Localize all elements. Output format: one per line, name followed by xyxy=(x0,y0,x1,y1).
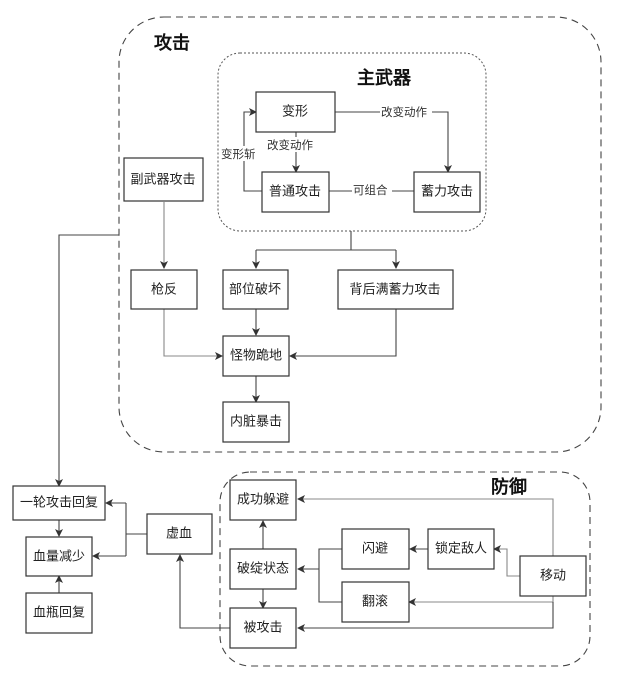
svg-text:闪避: 闪避 xyxy=(362,542,388,557)
node-part-break[interactable]: 部位破坏 xyxy=(222,269,289,310)
node-transform[interactable]: 变形 xyxy=(255,91,336,133)
edge-move-to-dodge xyxy=(297,495,554,567)
edge-move-to-roll xyxy=(408,596,554,606)
node-round-attack-recover[interactable]: 一轮攻击回复 xyxy=(12,485,106,521)
edge-gun-to-down xyxy=(163,309,223,360)
svg-text:枪反: 枪反 xyxy=(151,282,177,298)
node-gun-counter[interactable]: 枪反 xyxy=(130,269,198,310)
svg-text:血量减少: 血量减少 xyxy=(33,550,85,565)
edge-attack-to-recover xyxy=(55,234,119,487)
edge-hit-to-virtual xyxy=(176,554,230,629)
svg-text:副武器攻击: 副武器攻击 xyxy=(130,173,195,188)
node-potion-recover[interactable]: 血瓶回复 xyxy=(25,592,93,634)
svg-text:血瓶回复: 血瓶回复 xyxy=(33,606,85,621)
group-attack-title: 攻击 xyxy=(154,32,190,54)
svg-text:锁定敌人: 锁定敌人 xyxy=(435,541,487,557)
node-charge-attack[interactable]: 蓄力攻击 xyxy=(413,171,481,213)
node-evade[interactable]: 闪避 xyxy=(341,528,410,570)
edge-virtual-split xyxy=(125,503,147,556)
edge-move-to-hit xyxy=(297,602,554,632)
svg-text:怪物跪地: 怪物跪地 xyxy=(230,349,282,364)
svg-text:翻滚: 翻滚 xyxy=(362,594,388,610)
edge-label-change-action-2: 改变动作 xyxy=(267,138,313,152)
node-sub-weapon-attack[interactable]: 副武器攻击 xyxy=(123,157,204,202)
group-defense-title: 防御 xyxy=(491,476,527,498)
svg-text:虚血: 虚血 xyxy=(166,527,192,542)
node-hp-decrease[interactable]: 血量减少 xyxy=(25,536,93,577)
svg-text:蓄力攻击: 蓄力攻击 xyxy=(421,185,473,200)
node-stagger-state[interactable]: 破绽状态 xyxy=(229,548,297,590)
edge-evade-roll-join xyxy=(318,548,342,603)
edge-label-transform-slash: 变形斩 xyxy=(221,147,256,161)
node-dodge-success[interactable]: 成功躲避 xyxy=(229,479,297,521)
edge-main-split xyxy=(256,231,396,251)
svg-text:普通攻击: 普通攻击 xyxy=(269,185,321,200)
edge-labels: 改变动作 改变动作 变形斩 可组合 xyxy=(221,104,432,197)
node-move[interactable]: 移动 xyxy=(519,555,587,597)
svg-text:背后满蓄力攻击: 背后满蓄力攻击 xyxy=(349,283,440,298)
node-roll[interactable]: 翻滚 xyxy=(341,581,410,623)
node-back-full-charge[interactable]: 背后满蓄力攻击 xyxy=(337,269,454,310)
group-main-weapon: 主武器 xyxy=(217,52,487,232)
group-main-weapon-title: 主武器 xyxy=(357,67,412,89)
group-defense: 防御 xyxy=(219,471,591,667)
svg-text:变形: 变形 xyxy=(282,104,308,120)
edge-label-combinable: 可组合 xyxy=(353,183,388,197)
svg-text:部位破坏: 部位破坏 xyxy=(229,283,281,298)
svg-text:一轮攻击回复: 一轮攻击回复 xyxy=(20,496,98,511)
edge-back-to-down xyxy=(289,309,397,360)
edge-transform-to-charge xyxy=(335,111,452,173)
node-monster-down[interactable]: 怪物跪地 xyxy=(222,335,290,377)
node-virtual-hp[interactable]: 虚血 xyxy=(146,513,213,555)
edge-move-to-lock xyxy=(493,545,520,577)
node-get-hit[interactable]: 被攻击 xyxy=(229,607,297,649)
node-organ-crit[interactable]: 内脏暴击 xyxy=(222,401,290,443)
node-lock-enemy[interactable]: 锁定敌人 xyxy=(427,528,495,570)
edge-label-change-action-1: 改变动作 xyxy=(381,105,427,119)
svg-text:被攻击: 被攻击 xyxy=(243,621,282,636)
svg-text:内脏暴击: 内脏暴击 xyxy=(230,414,282,430)
svg-text:移动: 移动 xyxy=(540,569,566,584)
node-normal-attack[interactable]: 普通攻击 xyxy=(261,171,330,213)
svg-text:破绽状态: 破绽状态 xyxy=(237,562,289,577)
svg-text:成功躲避: 成功躲避 xyxy=(237,492,289,508)
